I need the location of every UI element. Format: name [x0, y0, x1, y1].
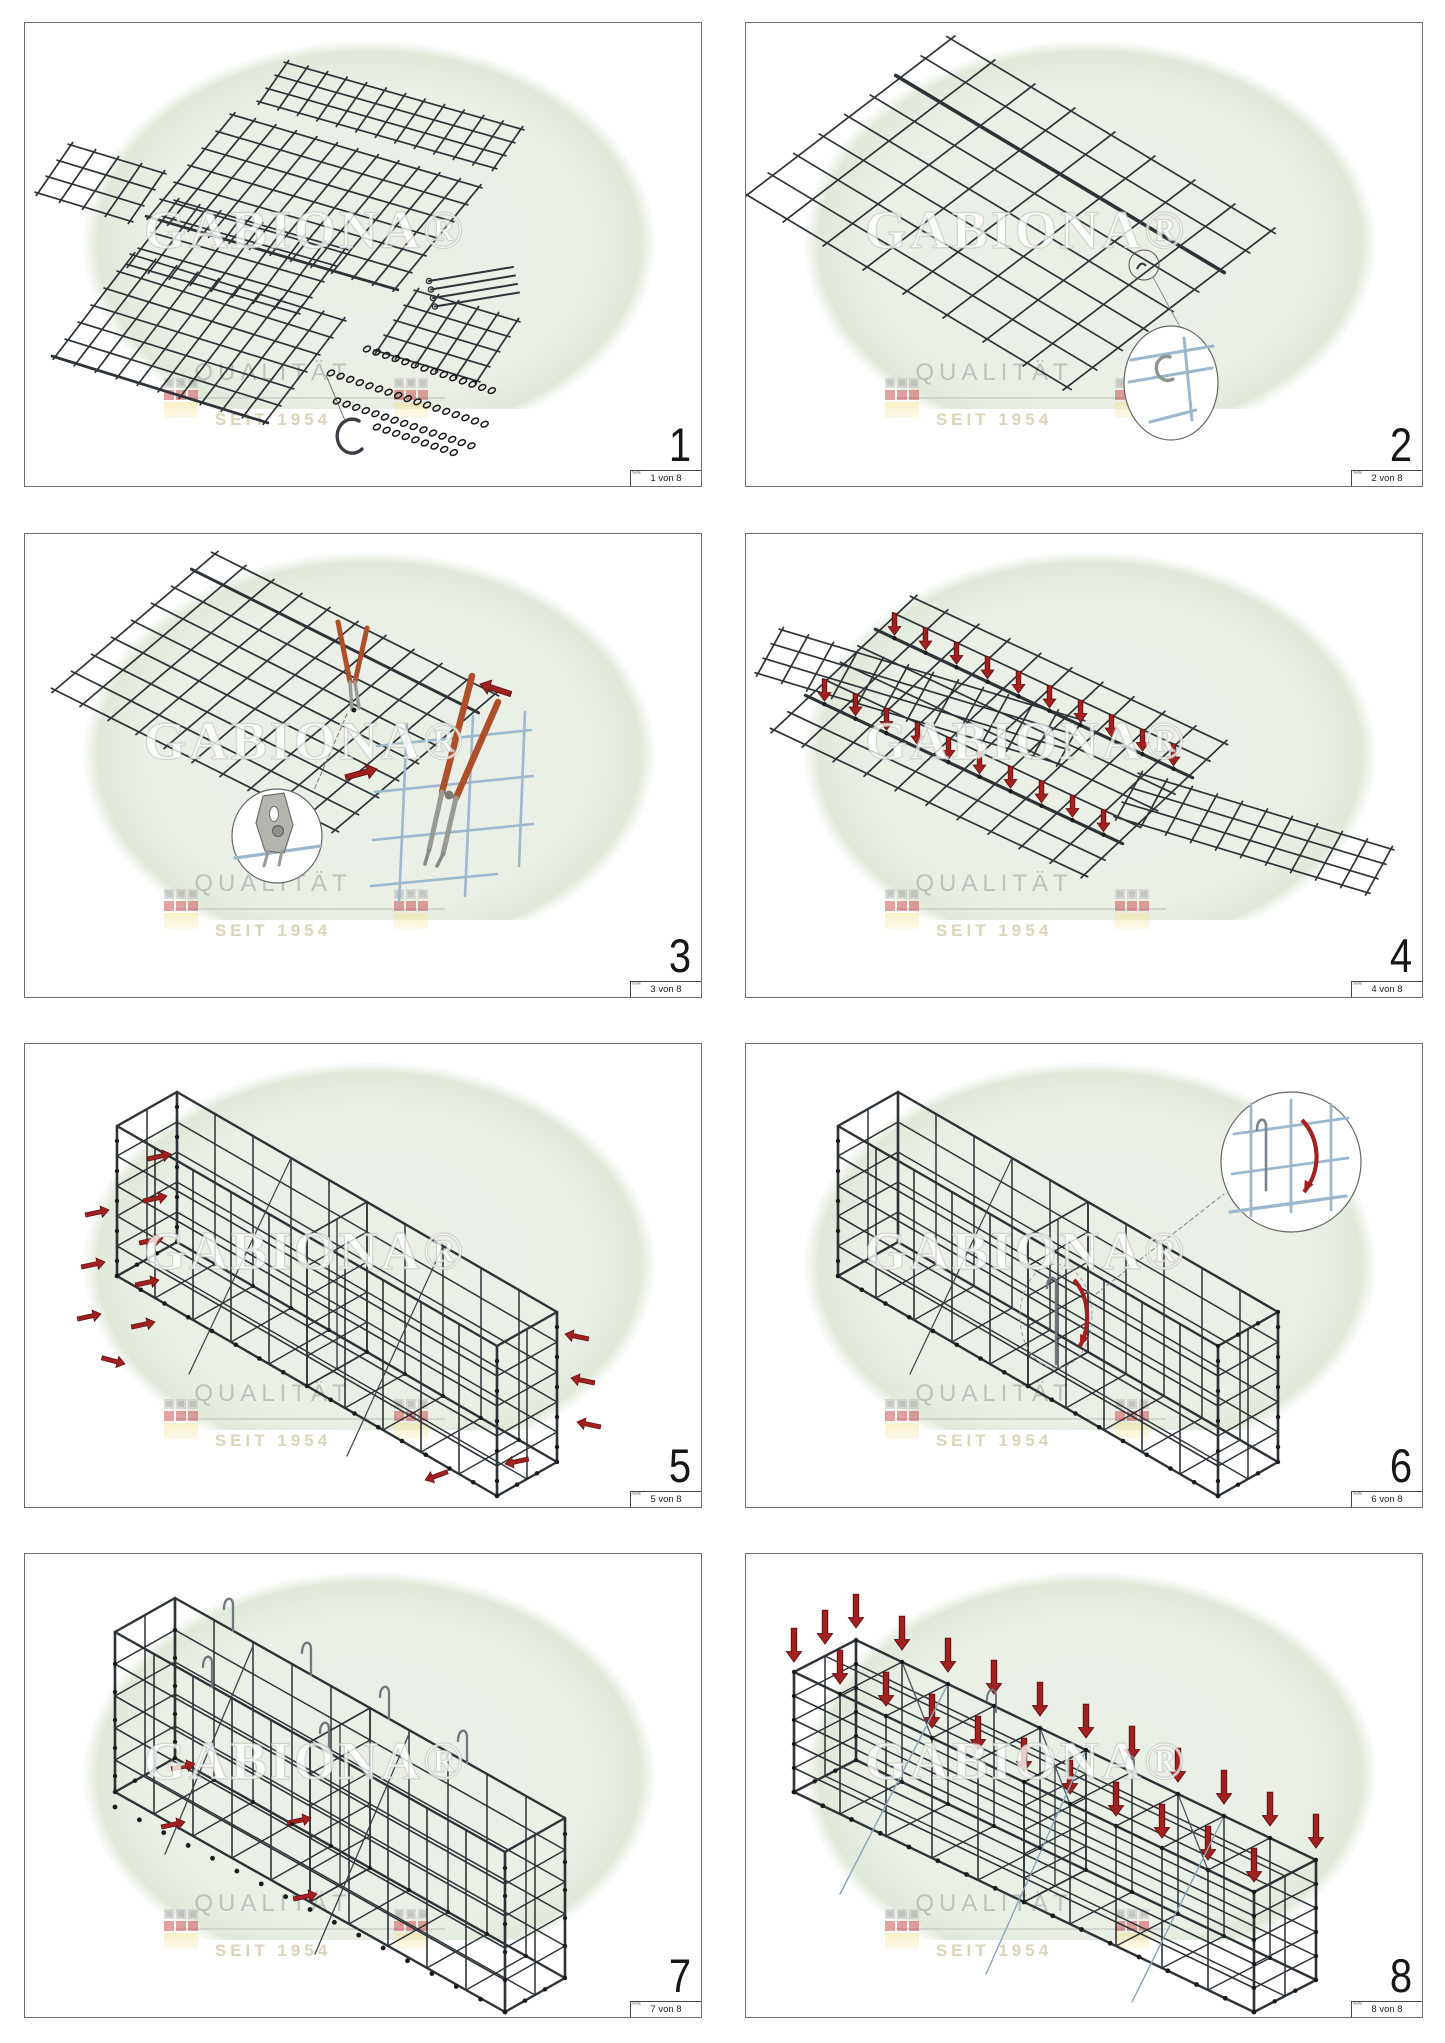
step-panel-4: QUALITÄT SEIT 1954 GABIONA® 4 Seite 4 von…	[745, 533, 1423, 998]
german-flag-logo	[164, 889, 202, 935]
watermark-underline	[896, 908, 1166, 910]
page-label-prefix: Seite	[1353, 471, 1362, 475]
german-flag-logo	[394, 378, 432, 424]
step-panel-8: QUALITÄT SEIT 1954 GABIONA® 8 Seite 8 von…	[745, 1553, 1423, 2018]
page-label-prefix: Seite	[632, 1492, 641, 1496]
step-number: 7	[668, 1949, 691, 2002]
german-flag-logo	[885, 378, 923, 424]
page-label-box: Seite 6 von 8	[1351, 1491, 1422, 1507]
page-label-text: 1 von 8	[650, 473, 682, 484]
watermark-brand-text: GABIONA®	[143, 1730, 467, 1791]
page-label-box: Seite 1 von 8	[630, 470, 701, 486]
watermark-quality-text: QUALITÄT	[915, 1890, 1073, 1917]
page-label-box: Seite 3 von 8	[630, 981, 701, 997]
watermark-since-text: SEIT 1954	[214, 921, 332, 940]
diagram-art-step-3	[50, 550, 535, 904]
diagram-art-step-5	[76, 1090, 602, 1499]
watermark-brand-text: GABIONA®	[864, 1730, 1188, 1791]
step-number: 3	[668, 929, 691, 982]
diagram-art-step-2	[746, 35, 1277, 441]
page-label-box: Seite 7 von 8	[630, 2001, 701, 2017]
diagram-art-step-8	[785, 1593, 1325, 2015]
german-flag-logo	[885, 889, 923, 935]
step-number: 1	[668, 418, 691, 471]
watermark-brand-text: GABIONA®	[143, 199, 467, 260]
watermark-underline	[896, 1928, 1166, 1930]
watermark-brand-text: GABIONA®	[864, 199, 1188, 260]
german-flag-logo	[1115, 1399, 1153, 1445]
page-label-prefix: Seite	[632, 471, 641, 475]
diagram-art-step-4	[754, 594, 1395, 896]
watermark-brand-text: GABIONA®	[864, 710, 1188, 771]
step-number: 2	[1389, 418, 1412, 471]
page-label-prefix: Seite	[1353, 1492, 1362, 1496]
step-number: 4	[1389, 929, 1412, 982]
page-label-text: 3 von 8	[650, 984, 682, 995]
step-number: 5	[668, 1439, 691, 1492]
watermark-quality-text: QUALITÄT	[915, 870, 1073, 897]
page-label-box: Seite 2 von 8	[1351, 470, 1422, 486]
diagram-art-step-7	[112, 1596, 568, 2015]
watermark-underline	[175, 908, 445, 910]
watermark-since-text: SEIT 1954	[214, 1431, 332, 1450]
watermark-underline	[896, 397, 1166, 399]
page-label-prefix: Seite	[632, 2002, 641, 2006]
page-label-text: 8 von 8	[1371, 2004, 1403, 2015]
watermark-since-text: SEIT 1954	[935, 1941, 1053, 1960]
german-flag-logo	[1115, 889, 1153, 935]
german-flag-logo	[164, 1909, 202, 1955]
watermark-ellipse	[804, 41, 1376, 409]
watermark-ellipse	[804, 552, 1376, 920]
diagram-art-step-6	[835, 1090, 1362, 1499]
german-flag-logo	[1115, 1909, 1153, 1955]
page-label-box: Seite 4 von 8	[1351, 981, 1422, 997]
page-label-prefix: Seite	[1353, 982, 1362, 986]
watermark-brand-text: GABIONA®	[864, 1220, 1188, 1281]
step-number: 8	[1389, 1949, 1412, 2002]
diagram-art-step-1	[34, 59, 525, 457]
german-flag-logo	[164, 1399, 202, 1445]
page-label-text: 2 von 8	[1371, 473, 1403, 484]
page-label-text: 7 von 8	[650, 2004, 682, 2015]
page-label-prefix: Seite	[1353, 2002, 1362, 2006]
watermark-brand-text: GABIONA®	[143, 1220, 467, 1281]
watermark-underline	[175, 397, 445, 399]
watermark-underline	[175, 1418, 445, 1420]
page-label-text: 4 von 8	[1371, 984, 1403, 995]
watermark-underline	[175, 1928, 445, 1930]
page-label-prefix: Seite	[632, 982, 641, 986]
step-number: 6	[1389, 1439, 1412, 1492]
page-label-text: 5 von 8	[650, 1494, 682, 1505]
page-label-text: 6 von 8	[1371, 1494, 1403, 1505]
watermark-brand-text: GABIONA®	[143, 710, 467, 771]
german-flag-logo	[885, 1909, 923, 1955]
watermark-since-text: SEIT 1954	[214, 1941, 332, 1960]
watermark-since-text: SEIT 1954	[935, 1431, 1053, 1450]
watermark-quality-text: QUALITÄT	[194, 1890, 352, 1917]
watermark-since-text: SEIT 1954	[935, 921, 1053, 940]
step-panel-7: QUALITÄT SEIT 1954 GABIONA® 7 Seite 7 von…	[24, 1553, 702, 2018]
page-label-box: Seite 8 von 8	[1351, 2001, 1422, 2017]
watermark-underline	[896, 1418, 1166, 1420]
page-label-box: Seite 5 von 8	[630, 1491, 701, 1507]
german-flag-logo	[885, 1399, 923, 1445]
watermark-since-text: SEIT 1954	[935, 410, 1053, 429]
